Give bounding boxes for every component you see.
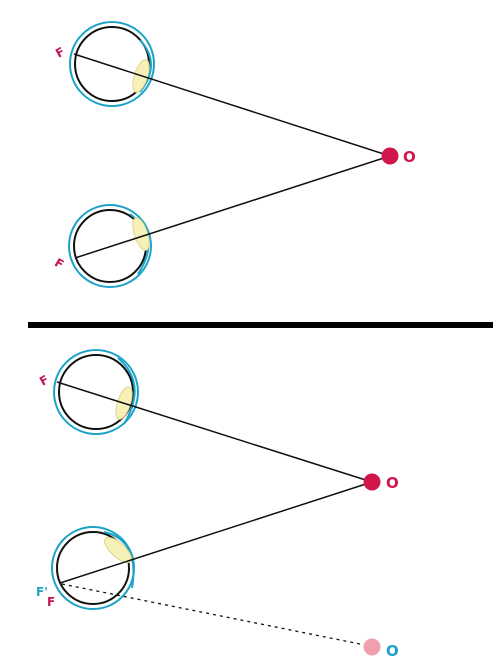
sclera-outline [69, 21, 155, 107]
object-label: O [403, 148, 416, 166]
top-eye-lower: F [52, 204, 152, 288]
lens [132, 217, 150, 251]
sight-line-upper [56, 381, 373, 483]
fovea-label: F [53, 44, 67, 60]
sight-line-upper [73, 53, 391, 157]
ghost-object-dot [363, 638, 381, 656]
bottom-panel: F F' F O O [36, 349, 399, 660]
sight-line-lower [59, 481, 373, 584]
fovea-label: F [47, 595, 55, 609]
sight-line-lower [74, 155, 391, 259]
object-label: O [386, 474, 399, 492]
projection-line [61, 583, 371, 647]
ghost-object-label: O [386, 642, 399, 660]
retina-outline [56, 531, 130, 605]
object-dot [363, 473, 381, 491]
panel-divider [28, 322, 493, 328]
top-panel: F F O [52, 21, 416, 288]
sclera-outline [53, 349, 139, 435]
fovea-label: F [37, 372, 51, 388]
false-fovea-label: F' [36, 585, 48, 599]
sclera-outline [68, 204, 152, 288]
object-dot [381, 147, 399, 165]
retina-outline [58, 354, 134, 430]
fovea-label: F [52, 255, 66, 271]
lens [104, 536, 132, 564]
cornea-bulge [103, 531, 135, 589]
cornea-bulge [117, 357, 136, 425]
bottom-eye-lower: F' F [36, 526, 135, 610]
